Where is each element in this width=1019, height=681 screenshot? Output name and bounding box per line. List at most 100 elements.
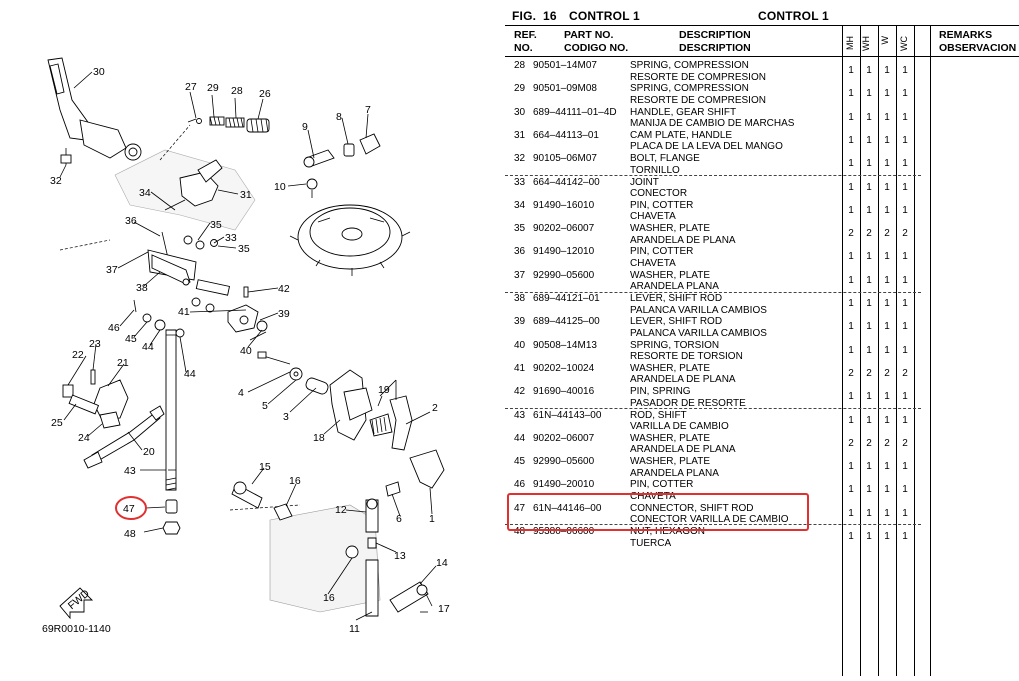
qty-wc: 1 (902, 391, 908, 403)
callout-28: 28 (231, 85, 243, 97)
part-no: 61N–44143–00 (533, 409, 602, 421)
description-en: ROD, SHIFT (630, 409, 687, 421)
qty-wh: 1 (866, 461, 872, 473)
description-es: ARANDELA PLANA (630, 467, 719, 479)
cam-plate-part (161, 159, 223, 259)
ref-no: 28 (514, 60, 526, 71)
callout-30: 30 (93, 66, 105, 78)
fig-title: CONTROL 1 (569, 9, 640, 23)
connector-47-part (162, 499, 181, 535)
callout-15: 15 (259, 461, 271, 473)
leader-lines (59, 71, 437, 621)
ref-no: 34 (514, 199, 526, 211)
callout-32: 32 (50, 175, 62, 187)
qty-w: 1 (884, 111, 890, 123)
qty-mh: 1 (848, 531, 854, 542)
description-en: PIN, COTTER (630, 246, 694, 258)
shift-lever-assembly (329, 369, 445, 489)
description-en: CONNECTOR, SHIFT ROD (630, 502, 754, 514)
qty-mh: 1 (848, 391, 854, 403)
qty-w: 1 (884, 344, 890, 356)
qty-wh: 1 (866, 531, 872, 542)
description-en: NUT, HEXAGON (630, 526, 706, 537)
qty-wh: 1 (866, 274, 872, 286)
description-es: ARANDELA DE PLANA (630, 374, 736, 386)
description-es: RESORTE DE COMPRESION (630, 71, 766, 83)
callout-46: 46 (108, 322, 120, 334)
callout-9: 9 (302, 121, 308, 133)
qty-mh: 1 (848, 251, 854, 263)
callout-22: 22 (72, 349, 84, 361)
ref-no: 41 (514, 362, 526, 374)
callout-38: 38 (136, 282, 148, 294)
callout-44: 44 (142, 341, 154, 353)
callout-36: 36 (125, 215, 137, 227)
part-no: 61N–44146–00 (533, 502, 602, 514)
description-es: ARANDELA DE PLANA (630, 444, 736, 456)
part-no: 90501–14M07 (533, 60, 597, 71)
callout-34: 34 (139, 187, 151, 199)
description-es: PASADOR DE RESORTE (630, 397, 746, 409)
qty-wc: 1 (902, 111, 908, 123)
qty-wh: 1 (866, 484, 872, 496)
qty-wh: 1 (866, 65, 872, 76)
callout-labels: 30 32 27 29 28 26 34 31 36 35 33 35 37 3… (42, 66, 450, 635)
description-es: PLACA DE LA LEVA DEL MANGO (630, 141, 783, 153)
grid-line (878, 25, 879, 676)
ref-no: 47 (514, 502, 526, 514)
part-no: 90508–14M13 (533, 339, 597, 351)
callout-29: 29 (207, 82, 219, 94)
ref-no: 37 (514, 269, 526, 281)
description-es: MANIJA DE CAMBIO DE MARCHAS (630, 118, 795, 130)
qty-wh: 1 (866, 204, 872, 216)
callout-17: 17 (438, 603, 450, 615)
qty-wc: 1 (902, 531, 908, 542)
fwd-arrow-icon: FWD (59, 587, 94, 620)
part-no: 92990–05600 (533, 269, 595, 281)
parts-table: FIG. 16 CONTROL 1 CONTROL 1 REF. NO. PAR… (505, 0, 1019, 676)
ref-no: 31 (514, 129, 526, 141)
qty-mh: 1 (848, 88, 854, 100)
qty-w: 1 (884, 204, 890, 216)
part-no: 91690–40016 (533, 386, 595, 398)
qty-wc: 1 (902, 204, 908, 216)
description-es: PALANCA VARILLA CAMBIOS (630, 327, 767, 339)
qty-wc: 1 (902, 88, 908, 100)
fig-label: FIG. (512, 9, 537, 23)
header-observacion: OBSERVACION (939, 42, 1017, 54)
description-es: TUERCA (630, 537, 672, 549)
ref-no: 48 (514, 526, 526, 537)
ref-no: 39 (514, 316, 526, 328)
qty-mh: 1 (848, 274, 854, 286)
callout-35b: 35 (238, 243, 250, 255)
ref-no: 29 (514, 83, 526, 95)
description-en: WASHER, PLATE (630, 456, 711, 468)
qty-w: 1 (884, 391, 890, 403)
qty-wc: 1 (902, 134, 908, 146)
description-es: RESORTE DE COMPRESION (630, 94, 766, 106)
qty-w: 1 (884, 507, 890, 519)
description-es: VARILLA DE CAMBIO (630, 421, 729, 432)
qty-w: 1 (884, 251, 890, 263)
description-en: WASHER, PLATE (630, 362, 711, 374)
group-separator (505, 524, 921, 525)
callout-1: 1 (429, 513, 435, 525)
qty-wc: 1 (902, 344, 908, 356)
qty-w: 1 (884, 65, 890, 76)
qty-w: 1 (884, 134, 890, 146)
callout-41: 41 (178, 306, 190, 318)
part-no: 90105–06M07 (533, 153, 597, 165)
callout-11: 11 (349, 623, 360, 635)
qty-mh: 1 (848, 134, 854, 146)
part-no: 689–44125–00 (533, 316, 600, 328)
part-no: 689–44121–01 (533, 293, 600, 304)
description-en: JOINT (630, 176, 659, 188)
